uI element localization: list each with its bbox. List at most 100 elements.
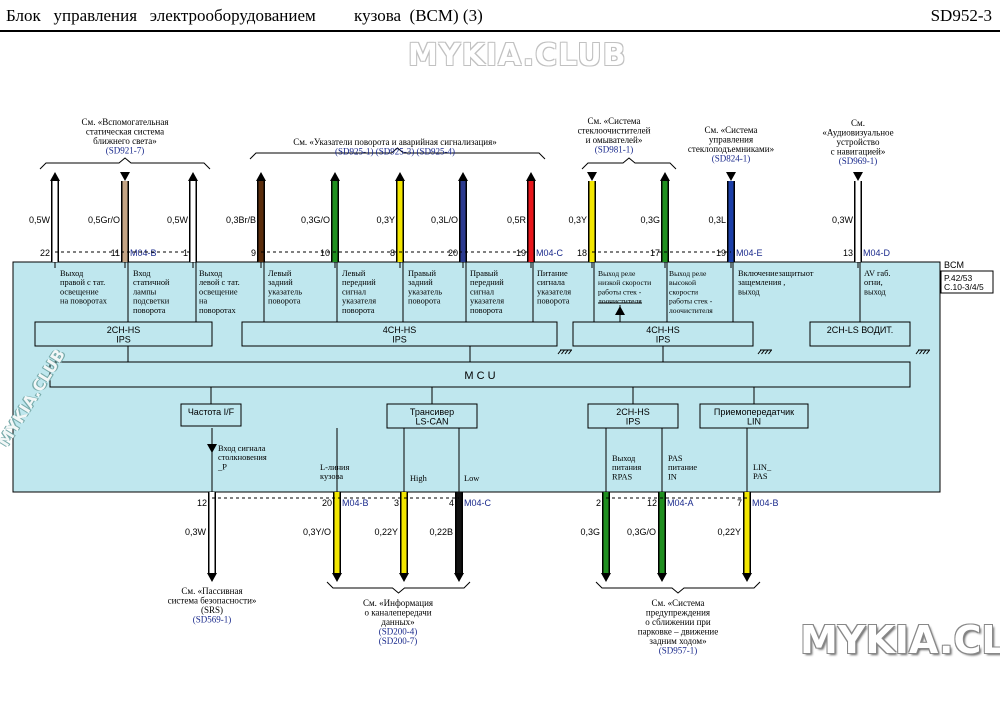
- function-label: задний: [408, 278, 433, 287]
- ref-text: (SRS): [201, 605, 223, 615]
- diagram-title: Блок управления электрооборудованием куз…: [6, 6, 483, 25]
- wire-spec: 0,22B: [429, 527, 453, 537]
- arrow-down-icon: [454, 573, 464, 582]
- function-label: лампы: [133, 287, 157, 296]
- ref-text: (SD957-1): [659, 646, 698, 656]
- function-label: LIN_: [753, 463, 772, 472]
- bcm-name: BCM: [944, 260, 964, 270]
- block-lin-label: Приемопередатчик: [714, 407, 794, 417]
- function-label: RPAS: [612, 472, 633, 481]
- function-label: поворота: [470, 306, 503, 315]
- block-2ch-ls-label: 2CH-LS ВОДИТ.: [827, 325, 894, 335]
- wire-spec: 0,3G/O: [627, 527, 656, 537]
- function-label: освещение: [199, 287, 238, 296]
- ref-bracket: [581, 157, 677, 170]
- ref-text: стеклоочистителей: [578, 126, 651, 136]
- wire-spec: 0,3W: [185, 527, 207, 537]
- wire-spec: 0,5W: [167, 215, 189, 225]
- pin-number: 17: [650, 248, 660, 258]
- pin-number: 11: [111, 248, 120, 258]
- pin-number: 20: [448, 248, 458, 258]
- arrow-up-icon: [615, 306, 625, 315]
- ref-text: система безопасности»: [168, 596, 257, 606]
- block-4ch-hs-ips-2-label: IPS: [656, 335, 671, 345]
- arrow-up-icon: [256, 172, 266, 181]
- function-label: подсветки: [133, 297, 170, 306]
- ref-text: См. «Информация: [363, 598, 433, 608]
- connector-label: C.10-3/4/5: [944, 282, 984, 292]
- ref-text: управления: [709, 135, 753, 145]
- ref-text: (SD969-1): [839, 156, 878, 166]
- ref-text: задним ходом»: [649, 636, 706, 646]
- ref-text: См. «Вспомогательная: [82, 117, 169, 127]
- connector-box: [940, 270, 994, 294]
- function-label: сигнала: [537, 278, 565, 287]
- function-label: Левый: [342, 269, 366, 278]
- arrow-up-icon: [50, 172, 60, 181]
- arrow-down-icon: [853, 172, 863, 181]
- header-divider: [0, 30, 1000, 32]
- ground-symbol: [915, 349, 930, 355]
- ref-text: (SD200-4): [379, 627, 418, 637]
- function-label: Левый: [268, 269, 292, 278]
- ref-text: стеклоподъемниками»: [688, 144, 774, 154]
- block-ls-can-label: LS-CAN: [415, 417, 448, 427]
- arrow-down-icon: [207, 444, 217, 453]
- function-label: L-линия: [320, 463, 350, 472]
- function-label: на поворотах: [60, 297, 108, 306]
- function-label: указателя: [342, 297, 376, 306]
- ref-text: См. «Указатели поворота и аварийная сигн…: [293, 137, 497, 147]
- ref-text: ближнего света»: [93, 136, 157, 146]
- block-frequency-if-label: Частота I/F: [188, 407, 235, 417]
- function-label: High: [410, 474, 428, 483]
- block-2ch-hs-ips-label: 2CH-HS: [107, 325, 141, 335]
- ref-text: (SD981-1): [595, 145, 634, 155]
- pin-number: 13: [843, 248, 853, 258]
- ref-text: парковке – движение: [638, 627, 719, 637]
- ref-text: предупреждения: [646, 608, 710, 618]
- function-label: поворота: [268, 297, 301, 306]
- arrow-up-icon: [660, 172, 670, 181]
- ref-text: статическая система: [86, 127, 164, 137]
- ref-text: данных»: [381, 617, 414, 627]
- function-label: Вход: [133, 269, 151, 278]
- function-label: лоочистителя: [669, 306, 713, 315]
- pin-number: 3: [394, 498, 399, 508]
- function-label: Выход реле: [669, 269, 707, 278]
- pin-number: 18: [577, 248, 587, 258]
- function-label: низкой скорости: [598, 278, 651, 287]
- function-label: PAS: [753, 472, 768, 481]
- function-label: левой с тат.: [199, 278, 240, 287]
- mcu-block: [49, 361, 911, 388]
- wire-spec: 0,3Y/O: [303, 527, 331, 537]
- arrow-down-icon: [332, 573, 342, 582]
- wire-spec: 0,3G/O: [301, 215, 330, 225]
- arrow-up-icon: [395, 172, 405, 181]
- wire-spec: 0,3G: [640, 215, 660, 225]
- function-label: Правый: [470, 269, 499, 278]
- function-label: передний: [342, 278, 376, 287]
- wire-spec: 0,3W: [832, 215, 854, 225]
- function-label: выход: [864, 287, 886, 296]
- ref-text: (SD569-1): [193, 615, 232, 625]
- ref-text: См. «Пассивная: [181, 586, 242, 596]
- block-4ch-hs-ips-2: [572, 321, 754, 347]
- function-label: освещение: [60, 287, 99, 296]
- connector-id: M04-A: [667, 498, 694, 508]
- block-lin: [699, 403, 809, 429]
- pin-number: 9: [251, 248, 256, 258]
- pin-number: 22: [40, 248, 50, 258]
- function-label: IN: [668, 472, 677, 481]
- function-label: Выход реле: [598, 269, 636, 278]
- function-label: Выход: [612, 454, 636, 463]
- function-label: скорости: [669, 287, 698, 296]
- function-label: огни,: [864, 278, 883, 287]
- block-2ch-hs-ips-3-label: IPS: [626, 417, 641, 427]
- ref-text: (SD925-1) (SD925-3) (SD925-4): [335, 147, 455, 157]
- connector-label: P.42/53: [944, 273, 972, 283]
- ground-symbol: [757, 349, 772, 355]
- function-label: Low: [464, 474, 480, 483]
- mcu-label: M C U: [464, 370, 495, 382]
- function-label: статичной: [133, 278, 170, 287]
